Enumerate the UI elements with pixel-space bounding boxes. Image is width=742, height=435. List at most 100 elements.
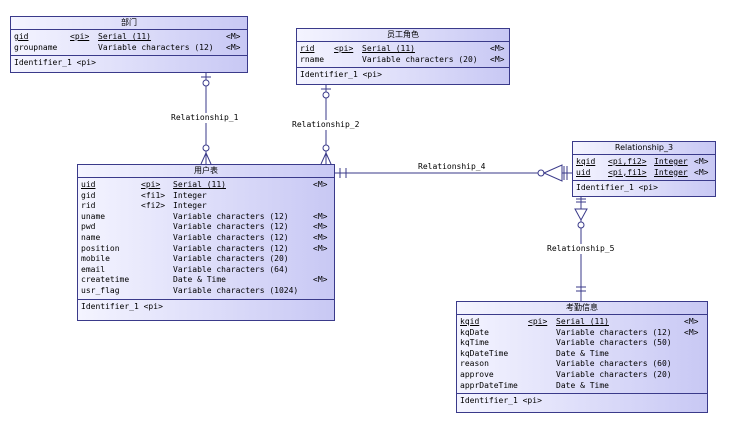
attribute-name: uid bbox=[81, 180, 96, 189]
attribute-name: uid bbox=[576, 167, 591, 177]
entity-title: 员工角色 bbox=[297, 29, 509, 42]
attribute-row: uname Variable characters (12) <M> bbox=[81, 212, 331, 223]
attribute-type: Integer bbox=[173, 190, 207, 200]
attribute-key: <pi> bbox=[334, 44, 354, 53]
attribute-type: Serial (11) bbox=[556, 317, 609, 326]
entity-identifier: Identifier_1 <pi> bbox=[81, 301, 163, 311]
attribute-row: groupname Variable characters (12) <M> bbox=[14, 43, 244, 54]
attribute-type: Date & Time bbox=[556, 380, 609, 390]
attribute-row: rid <fi2> Integer bbox=[81, 201, 331, 212]
attribute-type: Integer bbox=[173, 201, 207, 211]
attribute-mandatory: <M> bbox=[684, 317, 699, 326]
attribute-type: Variable characters (20) bbox=[362, 54, 478, 64]
attribute-name: kqDate bbox=[460, 327, 489, 337]
entity-identifier: Identifier_1 <pi> bbox=[14, 58, 96, 68]
attribute-name: rid bbox=[81, 201, 96, 211]
attribute-type: Variable characters (1024) bbox=[173, 285, 299, 295]
attribute-type: Date & Time bbox=[556, 348, 609, 358]
attribute-row: mobile Variable characters (20) bbox=[81, 254, 331, 265]
attribute-row: gid <pi> Serial (11) <M> bbox=[14, 32, 244, 43]
attribute-row: pwd Variable characters (12) <M> bbox=[81, 222, 331, 233]
entity-role[interactable]: 员工角色 rid <pi> Serial (11) <M> rname Vari… bbox=[296, 28, 510, 85]
attribute-name: usr_flag bbox=[81, 285, 120, 295]
attribute-name: groupname bbox=[14, 42, 58, 52]
attribute-type: Variable characters (12) bbox=[98, 42, 214, 52]
attribute-row: uid <pi> Serial (11) <M> bbox=[81, 180, 331, 191]
attribute-mandatory: <M> bbox=[313, 232, 328, 242]
attribute-row: kqid <pi,fi2> Integer <M> bbox=[576, 157, 712, 168]
attribute-row: createtime Date & Time <M> bbox=[81, 275, 331, 286]
attribute-type: Integer bbox=[654, 167, 688, 177]
attribute-row: reason Variable characters (60) bbox=[460, 359, 704, 370]
attribute-key: <pi,fi2> bbox=[608, 157, 647, 166]
entity-title: 考勤信息 bbox=[457, 302, 707, 315]
attribute-type: Variable characters (12) bbox=[173, 211, 289, 221]
attribute-row: uid <pi,fi1> Integer <M> bbox=[576, 168, 712, 179]
attribute-row: apprDateTime Date & Time bbox=[460, 381, 704, 392]
attribute-type: Variable characters (12) bbox=[173, 243, 289, 253]
attribute-type: Serial (11) bbox=[173, 180, 226, 189]
attribute-row: kqid <pi> Serial (11) <M> bbox=[460, 317, 704, 328]
attribute-row: kqDate Variable characters (12) <M> bbox=[460, 328, 704, 339]
attribute-key: <fi1> bbox=[141, 190, 166, 200]
attribute-mandatory: <M> bbox=[684, 327, 699, 337]
attribute-key: <fi2> bbox=[141, 201, 166, 211]
entity-identifier: Identifier_1 <pi> bbox=[300, 70, 382, 80]
attribute-name: apprDateTime bbox=[460, 380, 518, 390]
attribute-mandatory: <M> bbox=[490, 54, 505, 64]
entity-identifier: Identifier_1 <pi> bbox=[460, 396, 542, 406]
attribute-name: pwd bbox=[81, 222, 96, 232]
attribute-key: <pi> bbox=[141, 180, 161, 189]
attribute-type: Variable characters (50) bbox=[556, 338, 672, 348]
attribute-name: position bbox=[81, 243, 120, 253]
relationship-4-label: Relationship_4 bbox=[418, 162, 486, 172]
attribute-name: rname bbox=[300, 54, 325, 64]
attribute-name: rid bbox=[300, 44, 315, 53]
attribute-mandatory: <M> bbox=[313, 180, 328, 189]
attribute-name: approve bbox=[460, 369, 494, 379]
entity-attendance[interactable]: 考勤信息 kqid <pi> Serial (11) <M> kqDate Va… bbox=[456, 301, 708, 413]
attribute-type: Serial (11) bbox=[362, 44, 415, 53]
attribute-type: Serial (11) bbox=[98, 32, 151, 41]
attribute-row: kqTime Variable characters (50) bbox=[460, 338, 704, 349]
entity-title: Relationship_3 bbox=[573, 142, 715, 155]
attribute-name: gid bbox=[81, 190, 96, 200]
entity-user[interactable]: 用户表 uid <pi> Serial (11) <M> gid <fi1> I… bbox=[77, 164, 335, 321]
entity-identifier: Identifier_1 <pi> bbox=[576, 183, 658, 193]
attribute-row: kqDateTime Date & Time bbox=[460, 349, 704, 360]
attribute-row: name Variable characters (12) <M> bbox=[81, 233, 331, 244]
attribute-row: gid <fi1> Integer bbox=[81, 191, 331, 202]
attribute-name: email bbox=[81, 264, 106, 274]
attribute-row: approve Variable characters (20) bbox=[460, 370, 704, 381]
attribute-name: reason bbox=[460, 359, 489, 369]
attribute-type: Variable characters (60) bbox=[556, 359, 672, 369]
attribute-name: kqid bbox=[460, 317, 480, 326]
relationship-1-label: Relationship_1 bbox=[171, 113, 239, 123]
entity-title: 用户表 bbox=[78, 165, 334, 178]
attribute-row: email Variable characters (64) bbox=[81, 265, 331, 276]
attribute-row: usr_flag Variable characters (1024) bbox=[81, 286, 331, 297]
attribute-mandatory: <M> bbox=[313, 275, 328, 285]
attribute-name: uname bbox=[81, 211, 106, 221]
attribute-type: Integer bbox=[654, 157, 688, 166]
entity-department[interactable]: 部门 gid <pi> Serial (11) <M> groupname Va… bbox=[10, 16, 248, 73]
entity-relationship-3[interactable]: Relationship_3 kqid <pi,fi2> Integer <M>… bbox=[572, 141, 716, 197]
attribute-name: kqTime bbox=[460, 338, 489, 348]
attribute-mandatory: <M> bbox=[694, 157, 709, 166]
attribute-name: mobile bbox=[81, 254, 110, 264]
attribute-name: kqDateTime bbox=[460, 348, 509, 358]
attribute-row: rid <pi> Serial (11) <M> bbox=[300, 44, 506, 55]
attribute-type: Variable characters (12) bbox=[556, 327, 672, 337]
attribute-type: Variable characters (12) bbox=[173, 222, 289, 232]
entity-title: 部门 bbox=[11, 17, 247, 30]
attribute-mandatory: <M> bbox=[694, 167, 709, 177]
attribute-mandatory: <M> bbox=[313, 243, 328, 253]
attribute-type: Date & Time bbox=[173, 275, 226, 285]
attribute-key: <pi> bbox=[70, 32, 90, 41]
relationship-2-label: Relationship_2 bbox=[292, 120, 360, 130]
attribute-type: Variable characters (64) bbox=[173, 264, 289, 274]
attribute-name: kqid bbox=[576, 157, 596, 166]
attribute-mandatory: <M> bbox=[313, 211, 328, 221]
attribute-name: name bbox=[81, 232, 101, 242]
attribute-row: position Variable characters (12) <M> bbox=[81, 244, 331, 255]
